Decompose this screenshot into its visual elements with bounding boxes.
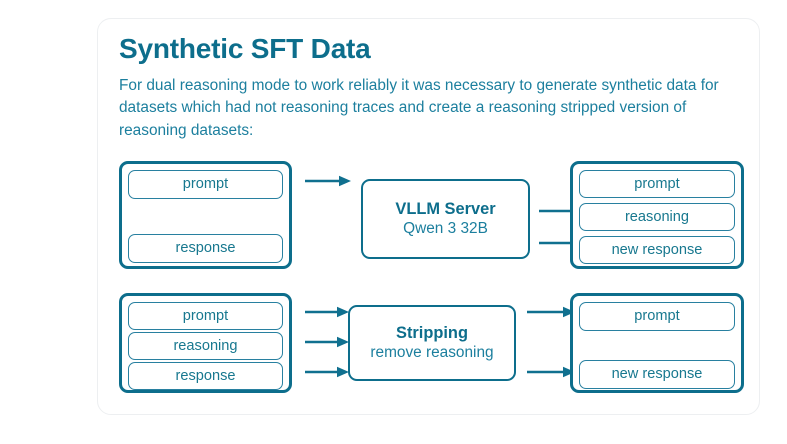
- processor-stripping: Stripping remove reasoning: [348, 305, 516, 381]
- arrow-right-icon: [305, 306, 349, 318]
- processor-vllm-server: VLLM Server Qwen 3 32B: [361, 179, 530, 259]
- arrow-right-icon: [305, 366, 349, 378]
- field-chip-new-response: new response: [579, 360, 735, 389]
- arrow-right-icon: [527, 366, 575, 378]
- processor-subtitle: Qwen 3 32B: [403, 220, 488, 238]
- field-chip-reasoning: reasoning: [128, 332, 283, 360]
- synthetic-data-flow-diagram: prompt response VLLM Server Qwen 3 32B: [119, 159, 744, 399]
- arrow-right-icon: [527, 306, 575, 318]
- output-dataset-group-row2: prompt new response: [570, 293, 744, 393]
- processor-title: Stripping: [396, 323, 468, 342]
- field-chip-prompt: prompt: [128, 170, 283, 199]
- arrow-right-icon: [305, 175, 351, 187]
- field-chip-prompt: prompt: [579, 302, 735, 331]
- input-dataset-group-row2: prompt reasoning response: [119, 293, 292, 393]
- slide-card: Synthetic SFT Data For dual reasoning mo…: [97, 18, 760, 415]
- field-chip-prompt: prompt: [579, 170, 735, 198]
- field-chip-new-response: new response: [579, 236, 735, 264]
- slide-description: For dual reasoning mode to work reliably…: [119, 77, 719, 139]
- output-dataset-group-row1: prompt reasoning new response: [570, 161, 744, 269]
- input-dataset-group-row1: prompt response: [119, 161, 292, 269]
- flow-row-generate: prompt response VLLM Server Qwen 3 32B: [119, 159, 744, 271]
- field-chip-response: response: [128, 234, 283, 263]
- page-title: Synthetic SFT Data: [119, 33, 371, 64]
- processor-subtitle: remove reasoning: [370, 344, 494, 362]
- flow-row-strip: prompt reasoning response: [119, 291, 744, 399]
- processor-title: VLLM Server: [395, 199, 496, 218]
- field-chip-response: response: [128, 362, 283, 390]
- field-chip-reasoning: reasoning: [579, 203, 735, 231]
- arrow-right-icon: [305, 336, 349, 348]
- field-chip-prompt: prompt: [128, 302, 283, 330]
